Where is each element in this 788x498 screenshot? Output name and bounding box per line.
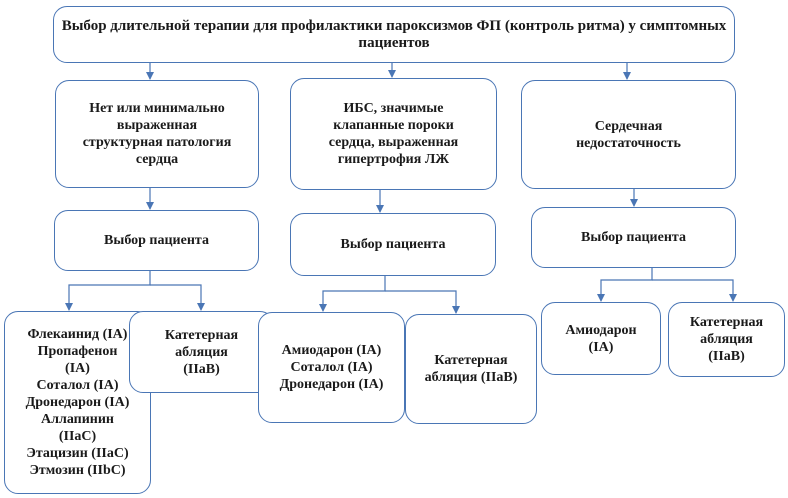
ablation-option-box-col1: Катетерная абляция (IIaB) [129,311,274,393]
patient-choice-text: Выбор пациента [581,230,686,245]
condition-box-ischemic: ИБС, значимые клапанные пороки сердца, в… [290,78,497,190]
ablation-option-text: Катетерная абляция (IIaB) [164,327,239,377]
patient-choice-box-3: Выбор пациента [531,207,736,268]
drug-option-box-col1: Флекаинид (IA) Пропафенон (IA) Соталол (… [4,311,151,494]
drug-option-text: Амиодарон (IA) [565,322,637,355]
patient-choice-text: Выбор пациента [104,233,209,248]
branch-line-col1 [65,271,151,311]
branch-line-col2 [319,276,386,312]
condition-text: ИБС, значимые клапанные пороки сердца, в… [328,101,459,167]
patient-choice-box-2: Выбор пациента [290,213,496,276]
ablation-option-box-col2: Катетерная абляция (IIaB) [405,314,537,424]
drug-option-box-col2: Амиодарон (IA) Соталол (IA) Дронедарон (… [258,312,405,423]
ablation-option-text: Катетерная абляция (IIaB) [424,353,518,385]
patient-choice-box-1: Выбор пациента [54,210,259,271]
condition-box-heart-failure: Сердечная недостаточность [521,80,736,189]
title-text: Выбор длительной терапии для профилактик… [61,17,727,51]
branch-line-col3-right [652,279,737,302]
drug-option-box-col3: Амиодарон (IA) [541,302,661,375]
title-box: Выбор длительной терапии для профилактик… [53,6,735,63]
branch-line-col1-right [150,284,205,311]
patient-choice-text: Выбор пациента [340,237,446,252]
condition-text: Сердечная недостаточность [576,118,681,151]
branch-line-col2-right [385,290,460,314]
condition-box-no-structural: Нет или минимально выраженная структурна… [55,80,259,188]
ablation-option-box-col3: Катетерная абляция (IIaB) [668,302,785,377]
ablation-option-text: Катетерная абляция (IIaB) [689,315,764,364]
branch-line-col3 [597,268,653,302]
drug-option-text: Флекаинид (IA) Пропафенон (IA) Соталол (… [25,327,130,478]
condition-text: Нет или минимально выраженная структурна… [82,101,232,167]
drug-option-text: Амиодарон (IA) Соталол (IA) Дронедарон (… [279,343,384,392]
